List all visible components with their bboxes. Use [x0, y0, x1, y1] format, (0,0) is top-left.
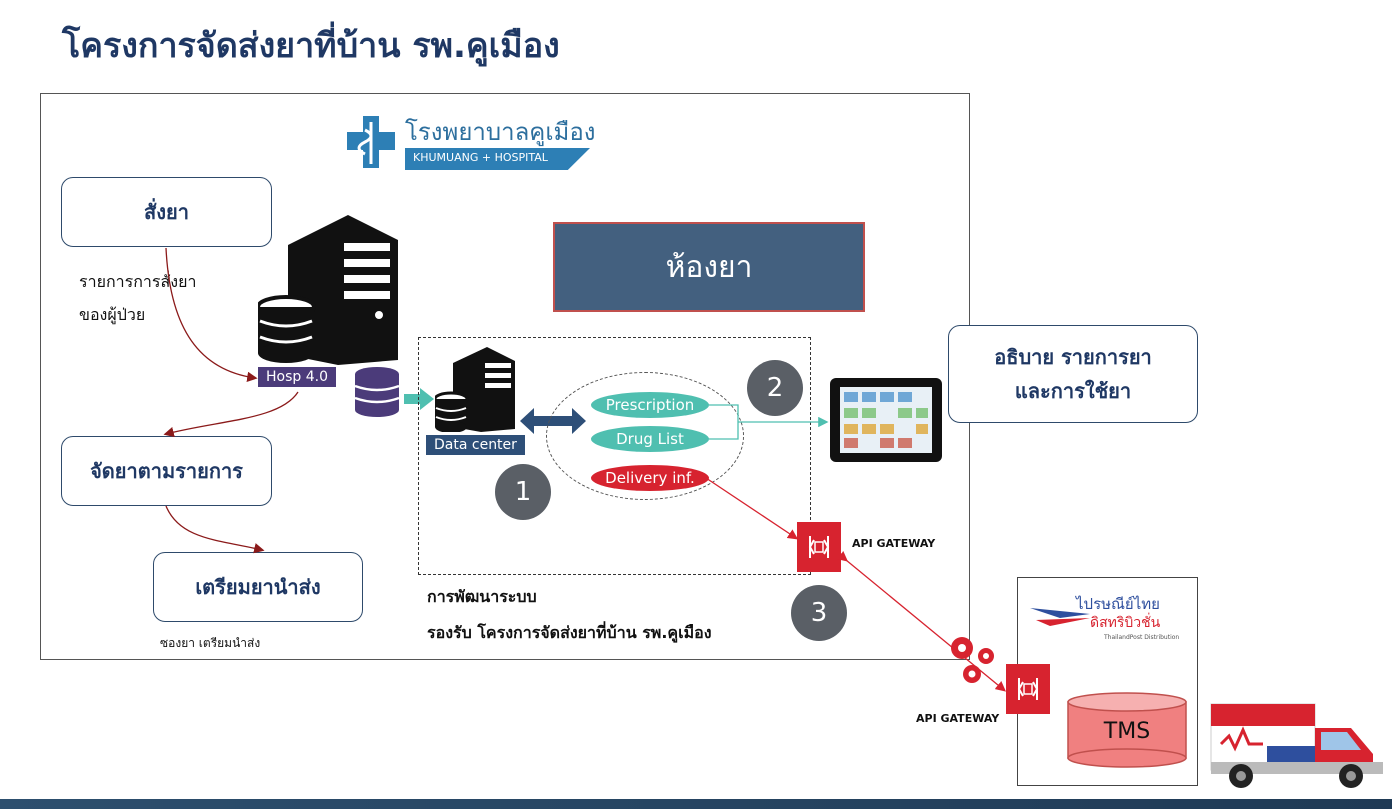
bottom-bar	[0, 799, 1392, 809]
hosp-server-icon	[258, 215, 398, 365]
database-icon	[354, 367, 400, 417]
development-area	[418, 337, 811, 575]
hospital-cross-icon	[347, 116, 395, 168]
step-prepare-box: เตรียมยานำส่ง	[153, 552, 363, 622]
pharmacy-label: ห้องยา	[665, 249, 753, 285]
step-order-label: สั่งยา	[144, 200, 189, 224]
step-number-2: 2	[747, 360, 803, 416]
hosp-tag: Hosp 4.0	[257, 366, 337, 388]
flow-hosp-to-dispense	[163, 391, 299, 438]
prepare-note: ซองยา เตรียมนำส่ง	[160, 636, 261, 650]
teal-arrow-icon	[404, 388, 434, 410]
explain-line1: อธิบาย รายการยา	[994, 345, 1152, 369]
data-center-tag: Data center	[425, 434, 526, 456]
development-line1: การพัฒนาระบบ	[427, 587, 537, 606]
hospital-name-en: KHUMUANG + HOSPITAL	[413, 151, 548, 164]
step-order-box: สั่งยา	[61, 177, 272, 247]
page-title: โครงการจัดส่งยาที่บ้าน รพ.คูเมือง	[62, 26, 560, 66]
explain-line2: และการใช้ยา	[1014, 379, 1132, 403]
flow-dispense-to-prepare	[165, 505, 265, 554]
flow-delivery-to-api	[705, 477, 799, 540]
post-name-th-2: ดิสทริบิวชั่น	[1090, 615, 1161, 631]
post-name-en: ThailandPost Distribution	[1104, 634, 1180, 641]
delivery-pill: Delivery inf.	[591, 465, 709, 491]
hospital-logo: โรงพยาบาลคูเมือง KHUMUANG + HOSPITAL	[345, 112, 596, 172]
thailand-post-wing-icon	[1030, 608, 1090, 626]
hospital-name-th: โรงพยาบาลคูเมือง	[405, 118, 596, 146]
step-number-1: 1	[495, 464, 551, 520]
prescription-pill: Prescription	[591, 392, 709, 418]
step-dispense-label: จัดยาตามรายการ	[90, 459, 243, 483]
tms-label: TMS	[1103, 719, 1151, 744]
drug-list-label: Drug List	[616, 430, 684, 448]
flow-order-to-hosp	[165, 247, 258, 383]
step-prepare-label: เตรียมยานำส่ง	[195, 575, 321, 599]
api-gateway-label-top: API GATEWAY	[852, 537, 936, 550]
development-line2: รองรับ โครงการจัดส่งยาที่บ้าน รพ.คูเมือง	[427, 623, 712, 642]
delivery-label: Delivery inf.	[605, 469, 695, 487]
flow-data-to-tablet	[709, 404, 826, 440]
tms-database-icon	[1067, 692, 1187, 768]
order-note-line1: รายการการสั่งยา	[79, 272, 197, 291]
api-gateway-glyph-icon	[1017, 678, 1039, 700]
drug-list-pill: Drug List	[591, 426, 709, 452]
flow-api-to-api	[836, 551, 1007, 692]
order-note-line2: ของผู้ป่วย	[79, 305, 146, 324]
post-name-th-1: ไปรษณีย์ไทย	[1076, 595, 1160, 613]
hospital-name-en-banner: KHUMUANG + HOSPITAL	[405, 148, 590, 170]
tablet-icon	[830, 378, 942, 462]
api-gateway-icon-bottom	[1006, 664, 1050, 714]
explain-box: อธิบาย รายการยา และการใช้ยา	[948, 325, 1198, 423]
delivery-truck-icon	[1210, 703, 1383, 788]
step-dispense-box: จัดยาตามรายการ	[61, 436, 272, 506]
data-group-ellipse	[546, 372, 744, 500]
api-gateway-glyph-icon	[808, 536, 830, 558]
api-gateway-label-bottom: API GATEWAY	[916, 712, 1000, 725]
pharmacy-box: ห้องยา	[553, 222, 865, 312]
prescription-label: Prescription	[605, 396, 695, 414]
api-gateway-icon	[797, 522, 841, 572]
data-center-server-icon	[435, 347, 515, 432]
